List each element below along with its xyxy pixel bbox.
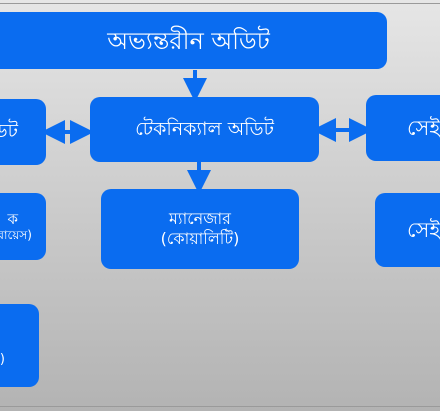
internal-audit-label: অভ্যন্তরীন অডিট (107, 26, 270, 55)
left-partial-bottom-box: ) (0, 304, 39, 387)
left-partial-mid-line1: ক (7, 209, 19, 228)
manager-quality-line1: ম্যানেজার (169, 209, 231, 228)
frame-bottom-border (0, 406, 440, 407)
right-partial-top-label: সেই (407, 115, 440, 140)
left-partial-mid-line2: রায়েস) (0, 228, 32, 243)
left-partial-bottom-label: ) (0, 351, 5, 367)
right-partial-top-box: সেই (366, 95, 440, 161)
internal-audit-box: অভ্যন্তরীন অডিট (0, 12, 387, 69)
frame-top-border (0, 3, 440, 4)
technical-audit-label: টেকনিক্যাল অডিট (135, 117, 274, 140)
manager-quality-box: ম্যানেজার (কোয়ালিটি) (101, 189, 299, 269)
technical-audit-box: টেকনিক্যাল অডিট (90, 97, 319, 162)
left-partial-top-box: ডিট (0, 99, 46, 165)
left-partial-mid-box: ক রায়েস) (0, 193, 46, 260)
right-partial-mid-box: সেই (375, 193, 440, 267)
manager-quality-line2: (কোয়ালিটি) (160, 229, 240, 248)
left-partial-top-label: ডিট (0, 120, 18, 143)
right-partial-mid-label: সেই (407, 217, 440, 242)
